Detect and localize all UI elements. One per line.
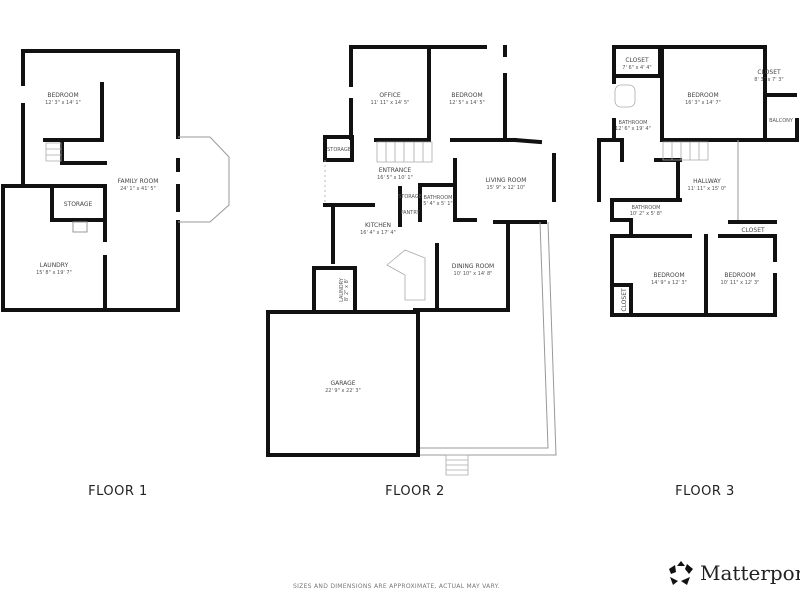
room-name: STORAGE — [64, 201, 93, 208]
room-name: BATHROOM — [632, 205, 661, 211]
wall — [597, 138, 682, 238]
wall — [413, 137, 556, 312]
room-dims: 16' 4" x 17' 4" — [360, 230, 396, 236]
floor-label: FLOOR 1 — [88, 484, 148, 499]
brand-name: Matterport — [700, 561, 800, 585]
exterior-stairs — [445, 454, 469, 476]
floor-3-plan: CLOSET 7' 6" x 4' 4" BEDROOM 16' 3" x 14… — [597, 45, 799, 499]
room-name: ENTRANCE — [379, 167, 412, 174]
room-dims: 11' 11" x 14' 5" — [371, 100, 410, 106]
floor-1-plan: BEDROOM 12' 3" x 14' 1" FAMILY ROOM 24' … — [1, 49, 230, 499]
wall — [312, 266, 357, 314]
room-dims: 10' 2" x 5' 8" — [630, 211, 663, 217]
wall — [50, 184, 107, 222]
wall — [610, 220, 777, 262]
room-name: CLOSET — [741, 227, 765, 234]
room-dims: 7' 6" x 4' 4" — [622, 65, 651, 71]
room-name: CLOSET — [625, 57, 649, 64]
room-name: KITCHEN — [365, 222, 391, 229]
stairs — [376, 141, 433, 163]
room-dims: 24' 1" x 41' 5" — [120, 186, 156, 192]
stairs — [45, 142, 62, 162]
sink — [72, 221, 88, 233]
room-name: DINING ROOM — [452, 263, 494, 270]
wall — [398, 158, 477, 227]
room-dims: 8' 2" x 8' — [344, 279, 350, 301]
room-name: LAUNDRY — [40, 262, 69, 269]
room-name: BEDROOM — [687, 92, 718, 99]
wall — [43, 82, 107, 165]
brand-logo: Matterport — [668, 560, 800, 586]
floor-2-plan: OFFICE 11' 11" x 14' 5" BEDROOM 12' 5" x… — [266, 45, 557, 499]
room-name: BEDROOM — [724, 272, 755, 279]
room-dims: 10' 10" x 14' 8" — [454, 271, 493, 277]
room-dims: 12' 3" x 14' 1" — [45, 100, 81, 106]
wall — [349, 45, 517, 142]
room-name: LIVING ROOM — [486, 177, 527, 184]
floor-label: FLOOR 2 — [385, 484, 445, 499]
disclaimer: SIZES AND DIMENSIONS ARE APPROXIMATE, AC… — [293, 583, 500, 590]
floor-label: FLOOR 3 — [675, 484, 735, 499]
room-name: BEDROOM — [653, 272, 684, 279]
room-name: BATHROOM — [619, 120, 648, 126]
wall — [323, 203, 375, 264]
room-name: PANTRY — [400, 210, 420, 216]
room-name: CLOSET — [757, 69, 781, 76]
room-dims: 16' 5" x 10' 1" — [377, 175, 413, 181]
room-dims: 15' 8" x 19' 7" — [36, 270, 72, 276]
room-name: CLOSET — [621, 288, 628, 312]
room-name: STORAGE — [398, 194, 422, 200]
wall — [266, 310, 420, 457]
room-dims: 12' 5" x 14' 5" — [449, 100, 485, 106]
room-name: STORAGE — [327, 147, 351, 153]
room-name: LAUNDRY — [339, 277, 345, 302]
wall — [349, 45, 431, 142]
wall — [323, 135, 354, 162]
room-dims: 14' 9" x 12' 3" — [651, 280, 687, 286]
stairs — [662, 141, 709, 161]
wall — [610, 234, 777, 317]
room-dims: 16' 3" x 14' 7" — [685, 100, 721, 106]
room-dims: 22' 9" x 22' 3" — [325, 388, 361, 394]
room-dims: 12' 6" x 19' 4" — [615, 126, 651, 132]
deck-outline — [420, 221, 557, 456]
wall — [748, 103, 799, 142]
bathtub — [614, 84, 636, 108]
wall — [1, 49, 180, 312]
room-name: HALLWAY — [693, 178, 721, 185]
room-dims: 11' 11" x 15' 0" — [688, 186, 727, 192]
matterport-logo-icon — [669, 561, 693, 585]
room-dims: 10' 11" x 12' 3" — [721, 280, 760, 286]
porch — [178, 136, 230, 223]
room-dims: 15' 9" x 12' 10" — [487, 185, 526, 191]
room-name: GARAGE — [330, 380, 355, 387]
room-dims: 8' 3" x 7' 3" — [754, 77, 783, 83]
room-name: FAMILY ROOM — [118, 178, 159, 185]
room-name: BEDROOM — [47, 92, 78, 99]
room-name: BALCONY — [769, 118, 794, 124]
room-name: BATHROOM — [424, 195, 453, 201]
wall — [654, 158, 682, 202]
room-name: BEDROOM — [451, 92, 482, 99]
room-name: OFFICE — [379, 92, 401, 99]
room-dims: 5' 4" x 5' 1" — [423, 201, 452, 207]
wall — [611, 283, 633, 317]
kitchen-island — [386, 249, 426, 301]
